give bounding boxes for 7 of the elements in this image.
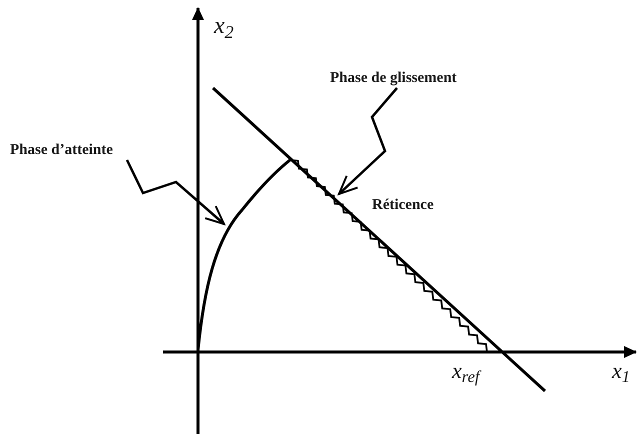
axis-label: x$_{1}$ xyxy=(612,360,630,382)
axis-label: x$_{2}$ xyxy=(214,14,234,38)
leader-line xyxy=(338,87,398,195)
annotation-label: Réticence xyxy=(372,198,434,213)
leader-line xyxy=(126,159,225,225)
phase-label: Phase d’atteinte xyxy=(10,140,162,160)
phase-label: Phase de glissement xyxy=(330,68,516,88)
